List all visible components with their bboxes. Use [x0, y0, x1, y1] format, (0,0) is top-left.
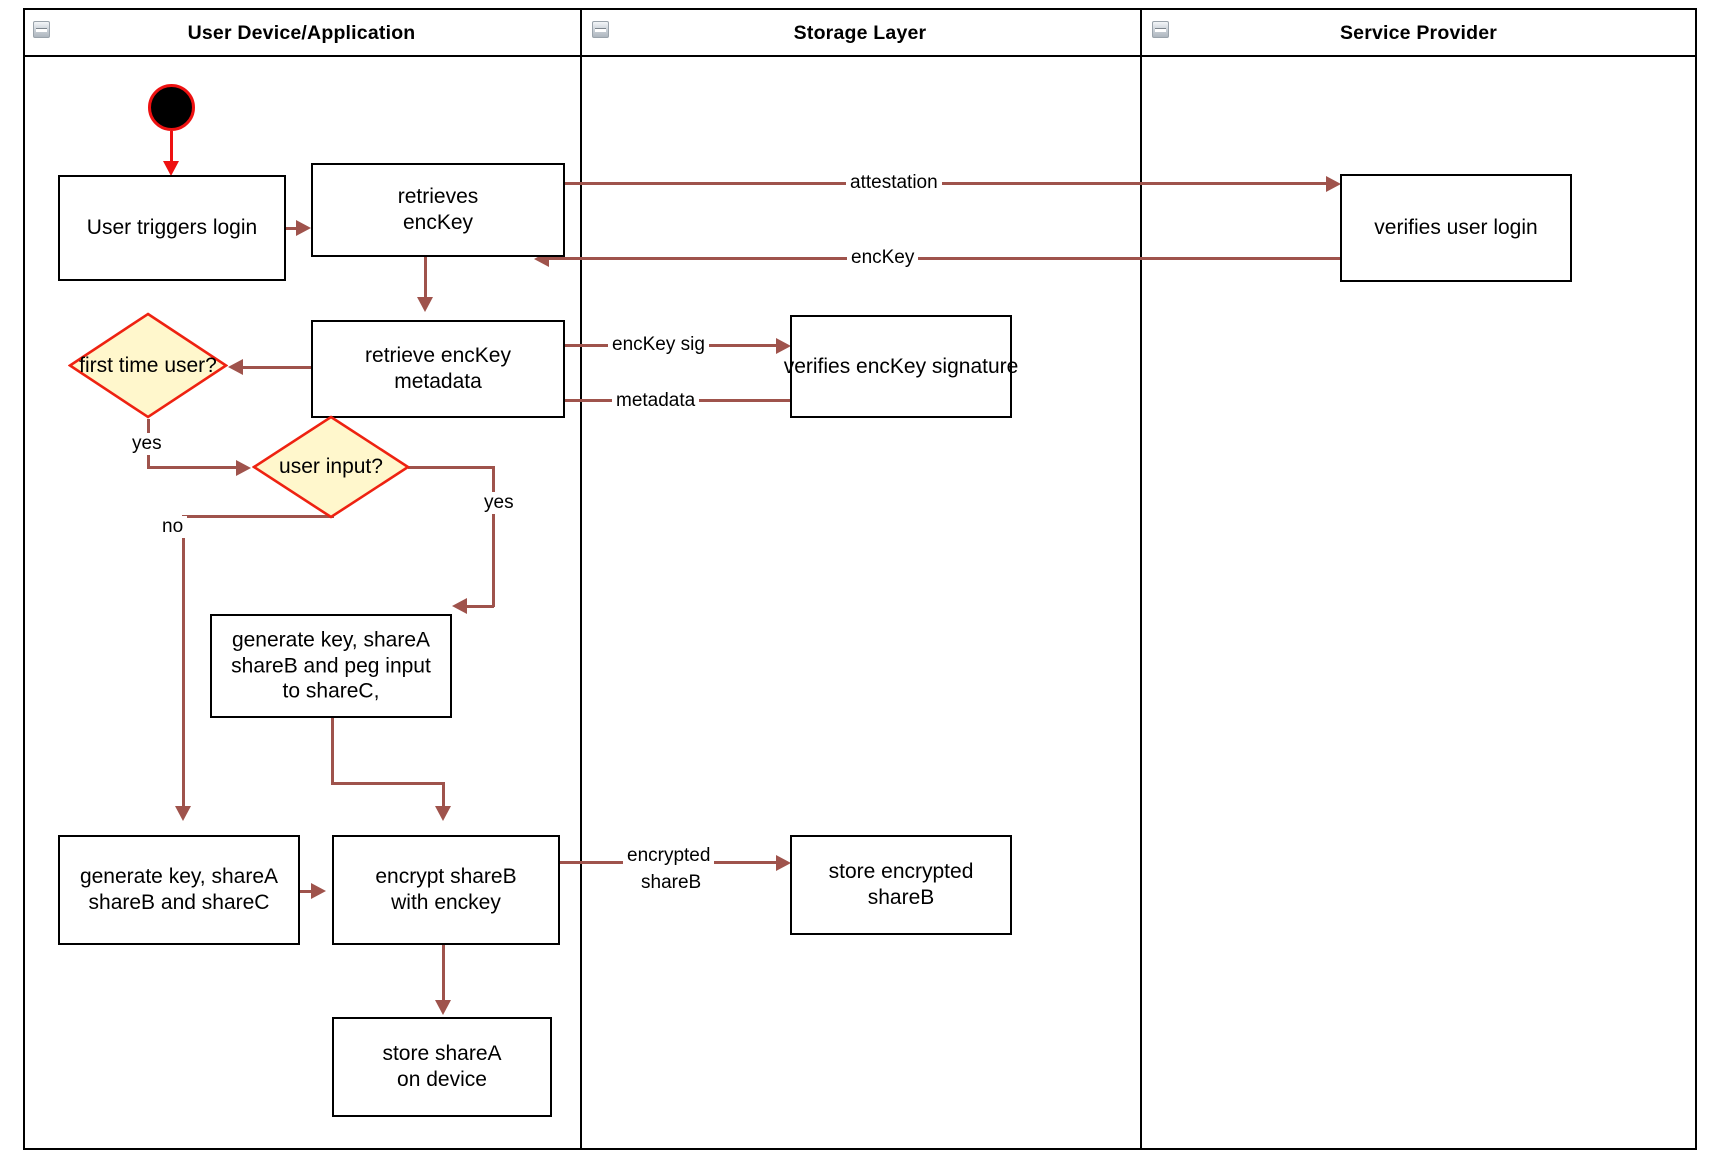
arrowhead-no-to-generate-shares [175, 806, 191, 821]
edge-label-encrypted-shareb-line1: encrypted [623, 845, 715, 867]
edge-userinput-no-vert [182, 515, 185, 813]
arrowhead-shares-to-encrypt [311, 883, 326, 899]
lane-header-divider [23, 55, 1697, 57]
lane-title-storage-layer: Storage Layer [793, 22, 927, 44]
edge-label-attestation: attestation [846, 172, 942, 194]
edge-enckey-return [548, 257, 1340, 260]
minus-icon-lane-service-provider[interactable] [1152, 21, 1169, 38]
arrowhead-start-to-login [163, 161, 179, 176]
edge-metadata-to-firsttime [240, 366, 311, 369]
edge-start-to-login [170, 131, 173, 170]
node-generate-key-peg[interactable]: generate key, shareA shareB and peg inpu… [210, 614, 452, 718]
edge-userinput-yes-into-peg [466, 605, 494, 608]
decision-first-time-user[interactable]: first time user? [68, 312, 228, 419]
edge-label-no-user-input: no [158, 516, 188, 538]
node-generate-key-shares[interactable]: generate key, shareA shareB and shareC [58, 835, 300, 945]
edge-shares-to-encrypt [300, 890, 316, 893]
lane-title-user-device: User Device/Application [187, 22, 416, 44]
arrowhead-firsttime-to-userinput [236, 460, 251, 476]
node-user-triggers-login[interactable]: User triggers login [58, 175, 286, 281]
node-verifies-user-login[interactable]: verifies user login [1340, 174, 1572, 282]
edge-userinput-yes-vert [492, 466, 495, 607]
node-retrieves-enckey[interactable]: retrieves encKey [311, 163, 565, 257]
edge-peg-vert-2 [442, 782, 445, 815]
edge-label-metadata: metadata [612, 390, 700, 412]
edge-label-yes-user-input: yes [480, 492, 518, 514]
lane-divider-2 [1140, 8, 1142, 1150]
node-store-encrypted-shareb[interactable]: store encrypted shareB [790, 835, 1012, 935]
diagram-outer-frame [23, 8, 1697, 1150]
start-node[interactable] [148, 84, 195, 131]
arrowhead-enckey-sig [776, 338, 791, 354]
arrowhead-retrieves-to-metadata [417, 297, 433, 312]
arrowhead-encrypted-shareb [776, 855, 791, 871]
node-store-sharea[interactable]: store shareA on device [332, 1017, 552, 1117]
edge-label-enckey: encKey [847, 247, 919, 269]
minus-icon-lane-user-device[interactable] [33, 21, 50, 38]
arrowhead-userinput-to-peg [452, 598, 467, 614]
edge-peg-vert-1 [331, 718, 334, 784]
edge-login-to-retrieves [286, 227, 300, 230]
node-encrypt-shareb[interactable]: encrypt shareB with enckey [332, 835, 560, 945]
arrowhead-attestation [1326, 176, 1341, 192]
edge-label-enckey-sig: encKey sig [608, 334, 709, 356]
node-verifies-enckey-signature[interactable]: verifies encKey signature [784, 315, 1018, 418]
lane-divider-1 [580, 8, 582, 1150]
edge-userinput-no-horiz [182, 515, 333, 518]
edge-encrypt-to-store-sharea [442, 945, 445, 1007]
arrowhead-peg-to-encrypt [435, 806, 451, 821]
edge-label-encrypted-shareb-line2: shareB [637, 872, 706, 894]
edge-firsttime-yes-horiz [147, 466, 242, 469]
edge-peg-horiz [331, 782, 444, 785]
edge-retrieves-to-metadata [424, 257, 427, 304]
edge-userinput-yes-horiz [408, 466, 494, 469]
edge-label-yes-first-time: yes [128, 433, 166, 455]
node-retrieve-enckey-metadata[interactable]: retrieve encKey metadata [311, 320, 565, 418]
arrowhead-encrypt-to-store-sharea [435, 1000, 451, 1015]
decision-user-input[interactable]: user input? [252, 415, 410, 519]
minus-icon-lane-storage-layer[interactable] [592, 21, 609, 38]
arrowhead-login-to-retrieves [296, 220, 311, 236]
arrowhead-metadata-to-firsttime [228, 359, 243, 375]
lane-title-service-provider: Service Provider [1339, 22, 1498, 44]
